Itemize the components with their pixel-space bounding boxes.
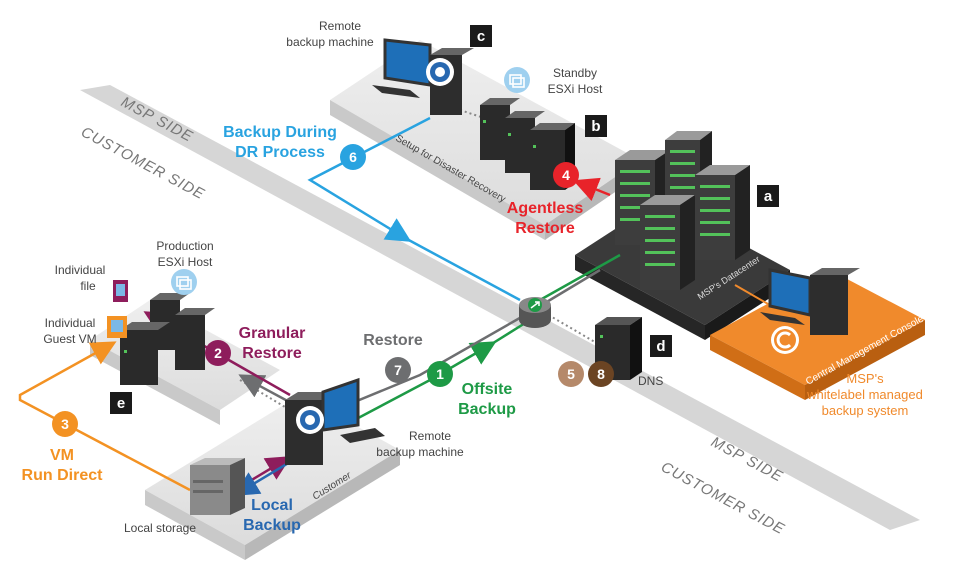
file-icon xyxy=(113,280,128,302)
msp-side-label-top: MSP SIDE xyxy=(118,94,196,146)
remote-backup-top-label-1: Remote xyxy=(319,19,361,33)
router-icon xyxy=(519,297,551,328)
tag-e-text: e xyxy=(117,395,125,412)
step-3-text: 3 xyxy=(61,416,69,432)
step-4: 4 xyxy=(553,162,579,188)
production-esxi-label-2: ESXi Host xyxy=(158,255,213,269)
whitelabel-label-1: MSP's xyxy=(846,371,884,386)
step-2: 2 xyxy=(205,340,231,366)
remote-backup-machine-bottom xyxy=(285,377,385,465)
granular-label-1: Granular xyxy=(239,325,306,342)
production-esxi-label-1: Production xyxy=(156,239,213,253)
remote-backup-bottom-label-2: backup machine xyxy=(376,445,464,459)
flow-backup-dr xyxy=(307,116,431,242)
vm-icon xyxy=(504,67,530,93)
offsite-label-1: Offsite xyxy=(462,381,513,398)
granular-label-2: Restore xyxy=(242,345,302,362)
local-backup-label-1: Local xyxy=(251,497,293,514)
offsite-label-2: Backup xyxy=(458,401,516,418)
step-7-text: 7 xyxy=(394,362,402,378)
tag-d-text: d xyxy=(656,338,665,355)
individual-vm-label-1: Individual xyxy=(45,316,96,330)
tag-c: c xyxy=(470,25,492,47)
backup-dr-label-1: Backup During xyxy=(223,124,337,141)
step-6-text: 6 xyxy=(349,149,357,165)
datacenter-servers xyxy=(615,131,750,290)
vm-run-direct-label-2: Run Direct xyxy=(22,467,104,484)
tag-e: e xyxy=(110,392,132,414)
step-8-text: 8 xyxy=(597,366,605,382)
flow-agentless xyxy=(573,177,611,202)
local-storage-label: Local storage xyxy=(124,521,196,535)
agentless-label-1: Agentless xyxy=(507,200,584,217)
customer-platform xyxy=(145,395,400,560)
tag-a-text: a xyxy=(764,188,773,205)
individual-file-label-1: Individual xyxy=(55,263,106,277)
individual-file-label-2: file xyxy=(80,279,96,293)
whitelabel-label-2: whitelabel managed xyxy=(806,387,923,402)
side-divider xyxy=(80,85,920,530)
remote-backup-machine-top xyxy=(372,38,474,115)
tag-a: a xyxy=(757,185,779,207)
tag-b-text: b xyxy=(591,118,600,135)
step-1: 1 xyxy=(427,361,453,387)
tag-d: d xyxy=(650,335,672,357)
step-5-text: 5 xyxy=(567,366,575,382)
flow-local-backup xyxy=(233,460,291,496)
step-3: 3 xyxy=(52,411,78,437)
remote-backup-bottom-label-1: Remote xyxy=(409,429,451,443)
standby-esxi-label-2: ESXi Host xyxy=(548,82,603,96)
step-6: 6 xyxy=(340,144,366,170)
flow-vm-run-direct xyxy=(18,341,191,492)
vm-icon xyxy=(171,269,197,295)
remote-backup-top-label-2: backup machine xyxy=(286,35,374,49)
restore-label: Restore xyxy=(363,332,423,349)
vm-icon xyxy=(107,316,127,338)
tag-b: b xyxy=(585,115,607,137)
whitelabel-label-3: backup system xyxy=(822,403,909,418)
step-1-text: 1 xyxy=(436,366,444,382)
agentless-label-2: Restore xyxy=(515,220,575,237)
console-pc xyxy=(760,268,860,354)
step-4-text: 4 xyxy=(562,167,570,183)
standby-esxi-label-1: Standby xyxy=(553,66,597,80)
step-7: 7 xyxy=(385,357,411,383)
vm-run-direct-label-1: VM xyxy=(50,447,74,464)
backup-dr-label-2: DR Process xyxy=(235,144,325,161)
step-8: 8 xyxy=(588,361,614,387)
step-2-text: 2 xyxy=(214,345,222,361)
storage-icon xyxy=(190,458,245,515)
step-5: 5 xyxy=(558,361,584,387)
dns-label: DNS xyxy=(638,374,663,388)
production-esxi-servers xyxy=(120,293,215,385)
individual-vm-label-2: Guest VM xyxy=(43,332,96,346)
local-backup-label-2: Backup xyxy=(243,517,301,534)
tag-c-text: c xyxy=(477,28,485,45)
